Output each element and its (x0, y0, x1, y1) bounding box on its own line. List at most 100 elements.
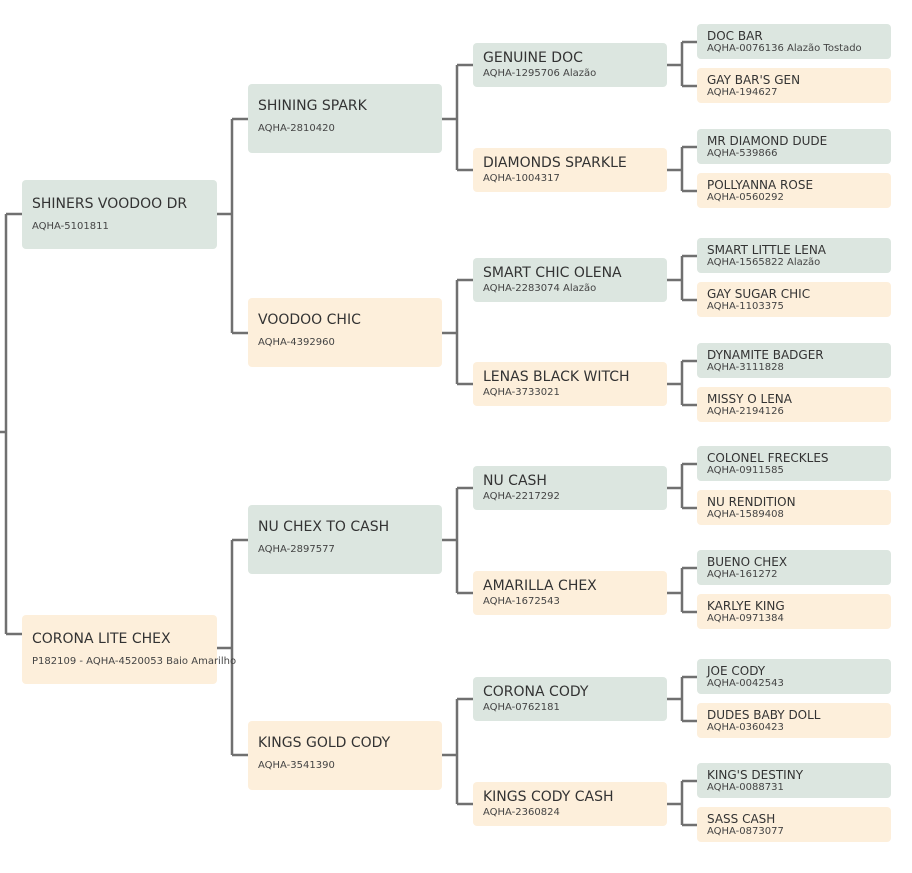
horse-registration: AQHA-3541390 (258, 760, 335, 771)
horse-card-g4-4[interactable]: POLLYANNA ROSE AQHA-0560292 (697, 173, 891, 208)
connector-g2-d (442, 697, 473, 806)
horse-card-g4-8[interactable]: MISSY O LENA AQHA-2194126 (697, 387, 891, 422)
connector-g3-b (667, 145, 697, 193)
horse-registration: AQHA-0560292 (707, 192, 784, 203)
horse-registration: AQHA-0911585 (707, 465, 784, 476)
horse-registration: AQHA-1295706 Alazão (483, 68, 597, 79)
connector-g2-a (442, 63, 473, 172)
horse-registration: AQHA-5101811 (32, 221, 109, 232)
connector-g1-sire (217, 117, 248, 335)
horse-registration: AQHA-194627 (707, 87, 778, 98)
horse-registration: AQHA-1589408 (707, 509, 784, 520)
horse-registration: AQHA-0971384 (707, 613, 784, 624)
horse-card-g4-16[interactable]: SASS CASH AQHA-0873077 (697, 807, 891, 842)
horse-card-sire-sire[interactable]: SHINING SPARK AQHA-2810420 (248, 84, 442, 153)
horse-card-g3-6[interactable]: AMARILLA CHEX AQHA-1672543 (473, 571, 667, 615)
horse-registration: AQHA-0076136 Alazão Tostado (707, 43, 862, 54)
horse-registration: AQHA-1004317 (483, 173, 560, 184)
horse-name: GAY BAR'S GEN (707, 73, 801, 87)
horse-registration: AQHA-0360423 (707, 722, 784, 733)
horse-card-g3-7[interactable]: CORONA CODY AQHA-0762181 (473, 677, 667, 721)
horse-name: DIAMONDS SPARKLE (483, 155, 627, 171)
horse-card-g4-10[interactable]: NU RENDITION AQHA-1589408 (697, 490, 891, 525)
horse-name: MISSY O LENA (707, 392, 792, 406)
connector-g2-b (442, 278, 473, 386)
horse-registration: AQHA-1565822 Alazão (707, 257, 821, 268)
horse-registration: AQHA-1103375 (707, 301, 784, 312)
horse-card-g4-9[interactable]: COLONEL FRECKLES AQHA-0911585 (697, 446, 891, 481)
horse-name: POLLYANNA ROSE (707, 178, 814, 192)
horse-card-dam-sire[interactable]: NU CHEX TO CASH AQHA-2897577 (248, 505, 442, 574)
horse-registration: AQHA-4392960 (258, 337, 335, 348)
horse-name: CORONA LITE CHEX (32, 631, 171, 647)
horse-name: DYNAMITE BADGER (707, 348, 824, 362)
horse-name: KING'S DESTINY (707, 768, 804, 782)
horse-card-g3-3[interactable]: SMART CHIC OLENA AQHA-2283074 Alazão (473, 258, 667, 302)
horse-name: CORONA CODY (483, 684, 589, 700)
horse-name: LENAS BLACK WITCH (483, 369, 630, 385)
horse-registration: AQHA-0873077 (707, 826, 784, 837)
horse-registration: AQHA-161272 (707, 569, 778, 580)
horse-registration: AQHA-2217292 (483, 491, 560, 502)
horse-card-g4-5[interactable]: SMART LITTLE LENA AQHA-1565822 Alazão (697, 238, 891, 273)
horse-name: SASS CASH (707, 812, 776, 826)
horse-card-g3-4[interactable]: LENAS BLACK WITCH AQHA-3733021 (473, 362, 667, 406)
horse-registration: AQHA-0042543 (707, 678, 784, 689)
horse-registration: AQHA-2897577 (258, 544, 335, 555)
horse-name: DOC BAR (707, 29, 763, 43)
connector-root (0, 212, 22, 636)
horse-name: GENUINE DOC (483, 50, 583, 66)
horse-name: GAY SUGAR CHIC (707, 287, 811, 301)
horse-registration: AQHA-3733021 (483, 387, 560, 398)
horse-card-g3-1[interactable]: GENUINE DOC AQHA-1295706 Alazão (473, 43, 667, 87)
horse-name: KINGS CODY CASH (483, 789, 614, 805)
horse-registration: AQHA-539866 (707, 148, 778, 159)
horse-card-g4-3[interactable]: MR DIAMOND DUDE AQHA-539866 (697, 129, 891, 164)
horse-card-g3-2[interactable]: DIAMONDS SPARKLE AQHA-1004317 (473, 148, 667, 192)
connector-g3-d (667, 359, 697, 407)
horse-card-g4-13[interactable]: JOE CODY AQHA-0042543 (697, 659, 891, 694)
connector-g2-c (442, 486, 473, 595)
connector-g1-dam (217, 538, 248, 757)
horse-name: DUDES BABY DOLL (707, 708, 821, 722)
horse-card-g4-7[interactable]: DYNAMITE BADGER AQHA-3111828 (697, 343, 891, 378)
horse-card-dam[interactable]: CORONA LITE CHEX P182109 - AQHA-4520053 … (22, 615, 237, 684)
horse-card-dam-dam[interactable]: KINGS GOLD CODY AQHA-3541390 (248, 721, 442, 790)
horse-card-sire[interactable]: SHINERS VOODOO DR AQHA-5101811 (22, 180, 217, 249)
horse-card-g4-14[interactable]: DUDES BABY DOLL AQHA-0360423 (697, 703, 891, 738)
horse-registration: AQHA-0088731 (707, 782, 784, 793)
connector-g3-e (667, 462, 697, 510)
connector-g3-a (667, 40, 697, 88)
horse-registration: AQHA-2194126 (707, 406, 784, 417)
connector-g3-h (667, 779, 697, 827)
horse-name: SHINING SPARK (258, 98, 367, 114)
horse-card-g4-11[interactable]: BUENO CHEX AQHA-161272 (697, 550, 891, 585)
horse-card-g4-6[interactable]: GAY SUGAR CHIC AQHA-1103375 (697, 282, 891, 317)
horse-card-g3-5[interactable]: NU CASH AQHA-2217292 (473, 466, 667, 510)
connector-g3-g (667, 675, 697, 723)
connector-g3-f (667, 566, 697, 614)
horse-name: NU CHEX TO CASH (258, 519, 390, 535)
horse-registration: P182109 - AQHA-4520053 Baio Amarilho (32, 656, 237, 667)
horse-name: BUENO CHEX (707, 555, 788, 569)
horse-name: NU RENDITION (707, 495, 796, 509)
horse-registration: AQHA-0762181 (483, 702, 560, 713)
horse-name: AMARILLA CHEX (483, 578, 597, 594)
horse-card-g4-15[interactable]: KING'S DESTINY AQHA-0088731 (697, 763, 891, 798)
horse-registration: AQHA-1672543 (483, 596, 560, 607)
connector-g3-c (667, 254, 697, 302)
horse-card-g4-1[interactable]: DOC BAR AQHA-0076136 Alazão Tostado (697, 24, 891, 59)
horse-card-g4-12[interactable]: KARLYE KING AQHA-0971384 (697, 594, 891, 629)
horse-card-sire-dam[interactable]: VOODOO CHIC AQHA-4392960 (248, 298, 442, 367)
horse-name: SHINERS VOODOO DR (32, 196, 188, 212)
horse-name: COLONEL FRECKLES (707, 451, 829, 465)
horse-card-g3-8[interactable]: KINGS CODY CASH AQHA-2360824 (473, 782, 667, 826)
horse-name: SMART LITTLE LENA (707, 243, 826, 257)
horse-card-g4-2[interactable]: GAY BAR'S GEN AQHA-194627 (697, 68, 891, 103)
horse-name: VOODOO CHIC (258, 312, 361, 328)
horse-name: MR DIAMOND DUDE (707, 134, 828, 148)
horse-name: SMART CHIC OLENA (483, 265, 622, 281)
horse-name: JOE CODY (707, 664, 766, 678)
horse-registration: AQHA-3111828 (707, 362, 784, 373)
